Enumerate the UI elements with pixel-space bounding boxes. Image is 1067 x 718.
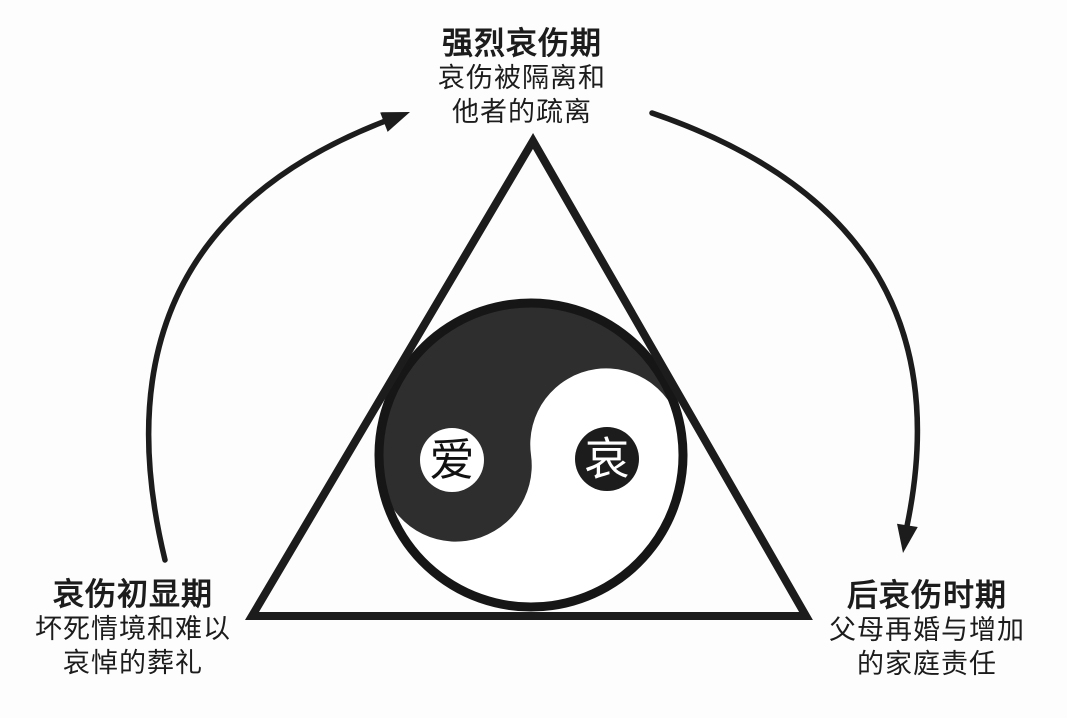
left-arrow-curve [145,117,391,563]
right-arrowhead-icon [897,523,918,553]
stage-label-bottom-right: 后哀伤时期 父母再婚与增加 的家庭责任 [829,579,1025,682]
yin-yang-outer-ring [374,298,688,612]
stage-subtitle-line: 他者的疏离 [452,97,592,128]
triangle-outline [244,133,813,620]
left-curved-arrow [145,112,410,563]
left-arrowhead-icon [380,112,410,132]
yin-yang-symbol: 爱 哀 [374,298,688,612]
love-character: 爱 [429,434,474,487]
right-arrow-curve [649,110,921,529]
stage-label-top: 强烈哀伤期 哀伤被隔离和 他者的疏离 [438,27,606,130]
right-curved-arrow [649,110,921,553]
stage-subtitle-line: 父母再婚与增加 [829,615,1025,646]
stage-label-bottom-left: 哀伤初显期 坏死情境和难以 哀悼的葬礼 [35,578,231,681]
stage-title: 哀伤初显期 [53,577,213,613]
stage-subtitle-line: 坏死情境和难以 [35,614,231,645]
stage-subtitle-line: 哀伤被隔离和 [438,63,606,94]
stage-title: 后哀伤时期 [847,578,1007,614]
love-dot [420,428,484,492]
yin-yang-body [374,298,688,612]
stage-subtitle-line: 哀悼的葬礼 [63,648,203,679]
stage-subtitle-line: 的家庭责任 [857,649,997,680]
stage-title: 强烈哀伤期 [442,26,602,62]
grief-character: 哀 [584,433,629,486]
grief-dot [575,427,639,491]
